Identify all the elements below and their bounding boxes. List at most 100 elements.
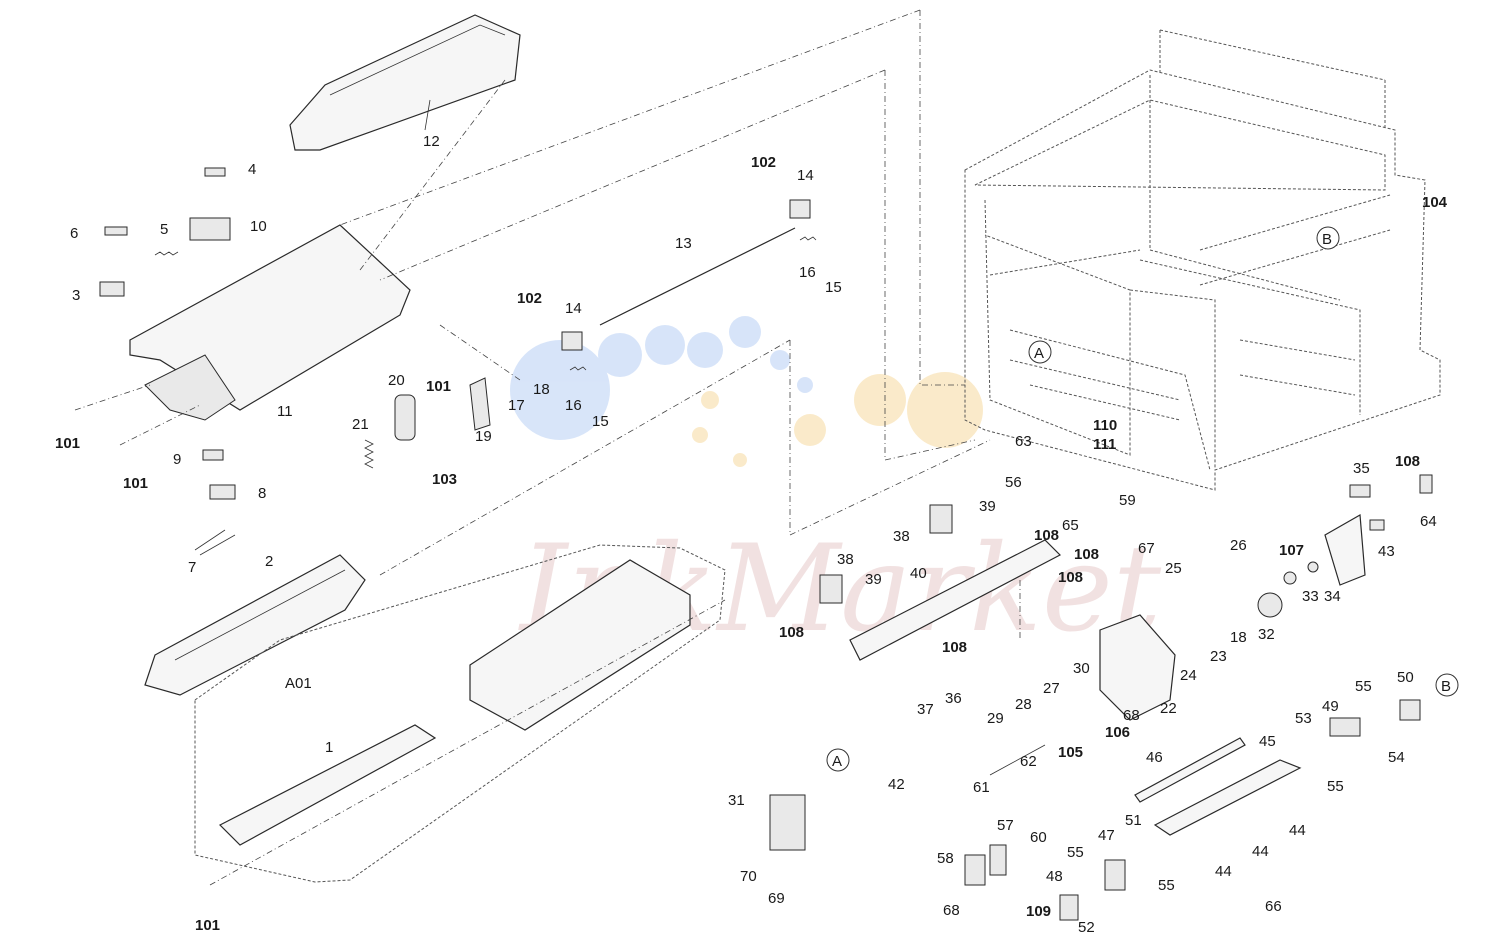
callout-c55d: 55 [1158,877,1175,894]
callout-c110: 110 [1093,417,1117,434]
callout-c3: 3 [72,287,80,304]
main-frame-assembly [964,29,1441,491]
callout-c101b: 101 [123,475,148,492]
callout-c52: 52 [1078,919,1095,936]
callout-c18a: 18 [533,381,550,398]
part-13-shaft [561,199,817,371]
callout-c101d: 101 [195,917,220,934]
callout-c4: 4 [248,161,256,178]
drive-assembly [1099,474,1433,721]
callout-c24: 24 [1180,667,1197,684]
part-40-bracket [819,504,1062,661]
lower-parts [769,744,1126,921]
part-2-drum-unit [144,554,366,696]
callout-c15a: 15 [825,279,842,296]
callout-c2: 2 [265,553,273,570]
callout-c103: 103 [432,471,457,488]
callout-c15b: 15 [592,413,609,430]
callout-c61: 61 [973,779,990,796]
callout-c29: 29 [987,710,1004,727]
callout-c30: 30 [1073,660,1090,677]
callout-c14b: 14 [565,300,582,317]
callout-c10: 10 [250,218,267,235]
callout-c9: 9 [173,451,181,468]
callout-c109: 109 [1026,903,1051,920]
callout-c36: 36 [945,690,962,707]
callout-c46: 46 [1146,749,1163,766]
callout-c39b: 39 [865,571,882,588]
callout-c69: 69 [768,890,785,907]
callout-c18b: 18 [1230,629,1247,646]
callout-c68a: 68 [1123,707,1140,724]
callout-c63: 63 [1015,433,1032,450]
callout-c28: 28 [1015,696,1032,713]
callout-c53: 53 [1295,710,1312,727]
callout-c27: 27 [1043,680,1060,697]
callout-c6: 6 [70,225,78,242]
callout-c68b: 68 [943,902,960,919]
callout-c14a: 14 [797,167,814,184]
callout-c57: 57 [997,817,1014,834]
callout-c106: 106 [1105,724,1130,741]
guide-lines [74,9,1021,886]
callout-c108e: 108 [779,624,804,641]
callout-c44b: 44 [1252,843,1269,860]
callout-c23: 23 [1210,648,1227,665]
callout-c65: 65 [1062,517,1079,534]
callout-c31: 31 [728,792,745,809]
callout-c45: 45 [1259,733,1276,750]
callout-c102b: 102 [517,290,542,307]
callout-c55b: 55 [1327,778,1344,795]
small-parts-group [99,167,236,556]
callout-c16a: 16 [799,264,816,281]
rail-parts [1134,699,1421,836]
callout-c66: 66 [1265,898,1282,915]
callout-c13: 13 [675,235,692,252]
callout-c64: 64 [1420,513,1437,530]
callout-c58: 58 [937,850,954,867]
callout-c21: 21 [352,416,369,433]
callout-c37: 37 [917,701,934,718]
callout-c67: 67 [1138,540,1155,557]
callout-c70: 70 [740,868,757,885]
callout-c59: 59 [1119,492,1136,509]
callout-c50: 50 [1397,669,1414,686]
callout-c107: 107 [1279,542,1304,559]
callout-c49: 49 [1322,698,1339,715]
callout-c108a: 108 [1395,453,1420,470]
callout-c1: 1 [325,739,333,756]
callout-c22: 22 [1160,700,1177,717]
callout-c62: 62 [1020,753,1037,770]
reference-markers: A A B B [826,226,1459,772]
callout-c12: 12 [423,133,440,150]
callout-c48: 48 [1046,868,1063,885]
callout-c102a: 102 [751,154,776,171]
callout-c56: 56 [1005,474,1022,491]
callout-c51: 51 [1125,812,1142,829]
callout-c38a: 38 [893,528,910,545]
callout-c101c: 101 [426,378,451,395]
part-11-tray [129,79,506,421]
callout-c105: 105 [1058,744,1083,761]
callout-c54: 54 [1388,749,1405,766]
section-label-a01: A01 [285,675,312,692]
callout-c108f: 108 [942,639,967,656]
callout-c60: 60 [1030,829,1047,846]
parts-19-21 [364,377,491,469]
a01-assembly-box [194,544,726,883]
callout-c40: 40 [910,565,927,582]
callout-c38b: 38 [837,551,854,568]
callout-c108c: 108 [1074,546,1099,563]
callout-c111: 111 [1093,436,1116,453]
callout-c11: 11 [277,403,293,420]
callout-c101a: 101 [55,435,80,452]
callout-c34: 34 [1324,588,1341,605]
callout-c33: 33 [1302,588,1319,605]
callout-c44a: 44 [1289,822,1306,839]
callout-c108b: 108 [1034,527,1059,544]
callout-c47: 47 [1098,827,1115,844]
callout-c55a: 55 [1355,678,1372,695]
callout-c17: 17 [508,397,525,414]
callout-c16b: 16 [565,397,582,414]
